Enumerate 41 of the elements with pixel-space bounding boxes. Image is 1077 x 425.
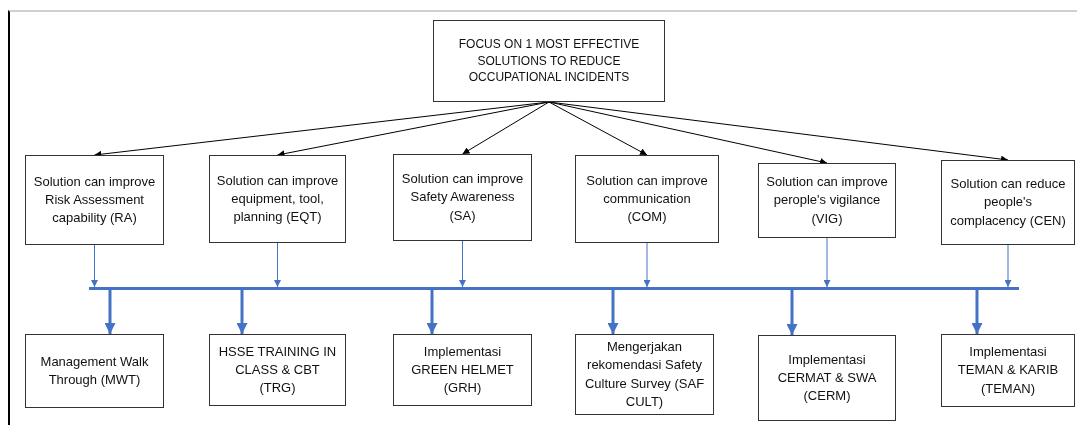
process-box xyxy=(575,334,714,415)
box-label: Solution can improve Safety Awareness (SA) xyxy=(400,170,525,225)
arrow xyxy=(971,290,983,334)
box-label: Implementasi GREEN HELMET (GRH) xyxy=(410,342,515,398)
process-box xyxy=(941,160,1075,245)
arrow xyxy=(607,290,619,334)
arrow xyxy=(786,290,798,335)
box-label: Implementasi CERMAT & SWA (CERM) xyxy=(776,350,878,406)
box-label: Solution can improve perople's vigilance (VIG) xyxy=(765,173,889,228)
arrow xyxy=(1004,244,1012,288)
process-box xyxy=(25,155,164,245)
box-label: FOCUS ON 1 MOST EFFECTIVE SOLUTIONS TO REDUCE OCCUPATIONAL INCIDENTS xyxy=(457,35,641,87)
process-box xyxy=(758,335,896,421)
arrow xyxy=(426,290,438,334)
box-label: Implementasi TEMAN & KARIB (TEMAN) xyxy=(956,343,1060,398)
arrow xyxy=(104,290,116,334)
box-label: Management Walk Through (MWT) xyxy=(39,352,150,389)
arrow xyxy=(459,240,466,288)
bus-bar xyxy=(89,287,1019,290)
box-label: Solution can improve Risk Assessment capability (RA) xyxy=(32,172,157,228)
arrow xyxy=(643,242,651,288)
arrow xyxy=(274,242,281,288)
arrow xyxy=(236,290,248,334)
process-box xyxy=(393,154,532,241)
process-box xyxy=(758,163,896,238)
arrow xyxy=(91,244,98,288)
box-label: Mengerjakan rekomendasi Safety Culture Survey (SAF CULT) xyxy=(583,338,706,411)
goal-box xyxy=(433,20,665,102)
process-box xyxy=(209,155,346,243)
box-label: Solution can reduce people's complacency (CEN) xyxy=(949,175,1067,230)
process-box xyxy=(575,155,719,243)
box-label: Solution can improve communication (COM) xyxy=(585,171,709,227)
arrow xyxy=(548,101,648,156)
process-box xyxy=(941,334,1075,407)
process-box xyxy=(209,334,346,406)
box-label: HSSE TRAINING IN CLASS & CBT (TRG) xyxy=(217,342,338,398)
process-box xyxy=(25,334,164,408)
process-box xyxy=(393,334,532,406)
arrow xyxy=(823,237,831,288)
box-label: Solution can improve equipment, tool, planning (EQT) xyxy=(216,171,339,227)
arrow xyxy=(462,101,550,155)
